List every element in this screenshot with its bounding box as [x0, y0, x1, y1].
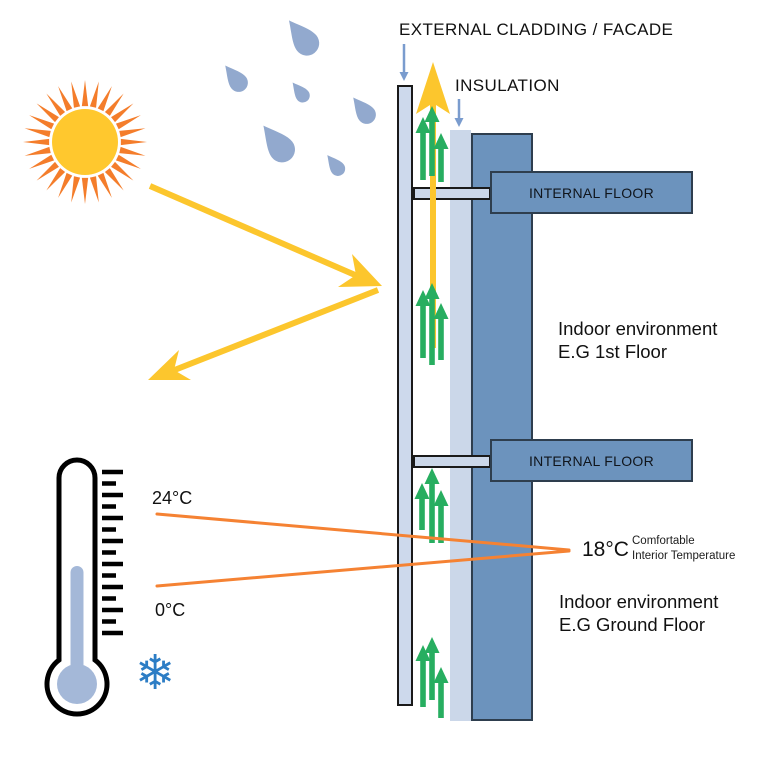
temp-24c-label: 24°C — [152, 488, 193, 508]
temp-18c-label: 18°C — [582, 538, 629, 561]
cladding-panel — [397, 85, 413, 706]
internal-floor-2: INTERNAL FLOOR — [490, 439, 693, 482]
raindrops-icon — [225, 20, 376, 176]
indoor-env-1st-floor-label: Indoor environment E.G 1st Floor — [558, 317, 717, 363]
cavity-airflow-arrows-4 — [415, 637, 449, 718]
thermometer-scale-ticks — [102, 469, 123, 636]
orange-temp-line-lower — [155, 549, 571, 588]
indoor-env-1st-floor-line1: Indoor environment — [558, 318, 718, 339]
sun-icon — [23, 80, 147, 204]
thermometer-icon — [44, 457, 110, 717]
insulation-pointer-arrow — [454, 99, 464, 127]
indoor-env-ground-floor-line1: Indoor environment — [559, 591, 719, 612]
comfort-note-line2: Interior Temperature — [632, 550, 736, 562]
insulation-layer — [450, 130, 471, 721]
insulation-label: INSULATION — [455, 76, 560, 95]
indoor-env-ground-floor-label: Indoor environment E.G Ground Floor — [559, 590, 718, 636]
comfort-temp-lines — [155, 512, 571, 588]
internal-floor-1-label: INTERNAL FLOOR — [528, 184, 655, 201]
cavity-airflow-arrows-1 — [415, 106, 449, 182]
comfort-note: Comfortable Interior Temperature — [632, 534, 735, 564]
orange-temp-line-upper — [155, 512, 571, 552]
internal-floor-1: INTERNAL FLOOR — [490, 171, 693, 214]
cavity-airflow-arrows-2 — [415, 283, 449, 365]
rising-heat-arrow — [416, 62, 450, 348]
incident-solar-arrow — [148, 183, 382, 287]
internal-floor-2-label: INTERNAL FLOOR — [528, 452, 655, 469]
indoor-env-1st-floor-line2: E.G 1st Floor — [558, 341, 667, 362]
cavity-airflow-arrows-3 — [414, 468, 449, 543]
cladding-pointer-arrow — [399, 44, 409, 81]
structural-wall — [471, 133, 533, 721]
comfort-note-line1: Comfortable — [632, 535, 695, 547]
indoor-env-ground-floor-line2: E.G Ground Floor — [559, 614, 706, 635]
temp-0c-label: 0°C — [155, 600, 186, 620]
snowflake-icon: ❄ — [135, 647, 176, 700]
reflected-solar-arrow — [148, 287, 380, 380]
external-cladding-label: EXTERNAL CLADDING / FACADE — [399, 20, 674, 39]
